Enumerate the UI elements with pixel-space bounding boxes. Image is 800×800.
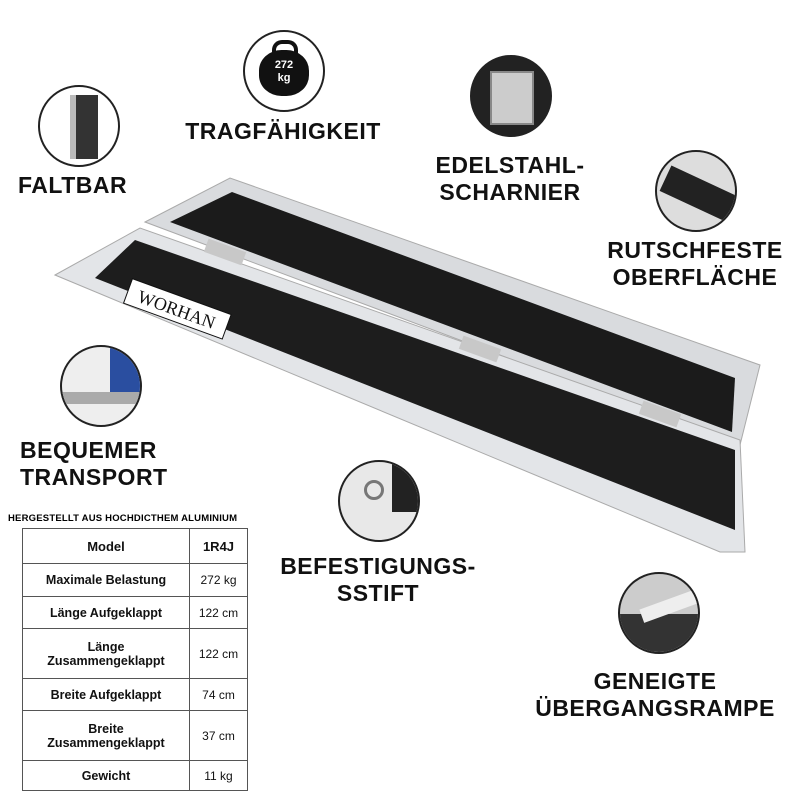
transport-photo (60, 345, 142, 427)
capacity-label: TRAGFÄHIGKEIT (185, 118, 381, 144)
pin-label: BEFESTIGUNGS-SSTIFT (280, 553, 476, 606)
foldable-photo (38, 85, 120, 167)
hinge-photo (470, 55, 552, 137)
hinge-label: EDELSTAHL-SCHARNIER (435, 152, 585, 205)
nonslip-photo (655, 150, 737, 232)
transition-photo (618, 572, 700, 654)
table-caption: HERGESTELLT AUS HOCHDICTHEM ALUMINIUM (8, 513, 238, 524)
pin-photo (338, 460, 420, 542)
foldable-label: FALTBAR (18, 172, 128, 198)
